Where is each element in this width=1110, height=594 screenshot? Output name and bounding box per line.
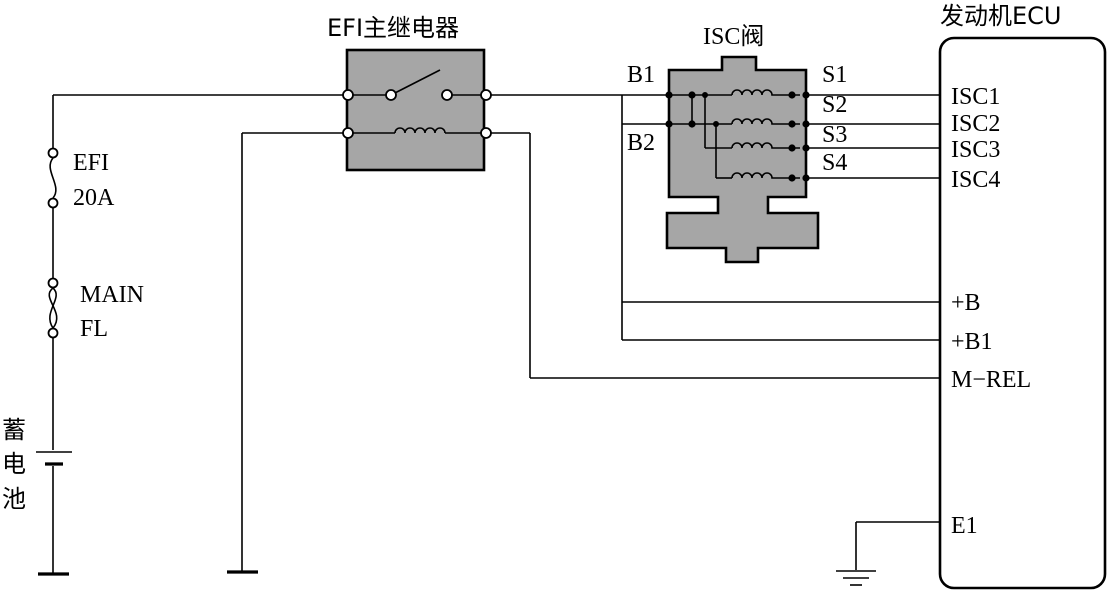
ecu-pin-mrel: M−REL bbox=[951, 367, 1031, 393]
efi-fuse-terminal-bottom bbox=[47, 197, 59, 209]
main-fuse-terminal-top bbox=[47, 277, 59, 289]
isc-dot bbox=[665, 91, 673, 99]
isc-dot bbox=[788, 120, 796, 128]
main-fuse-element-b bbox=[49, 287, 57, 329]
main-fuse-terminal-bottom bbox=[47, 327, 59, 339]
relay-terminal-4 bbox=[480, 127, 492, 139]
ecu-pin-isc1: ISC1 bbox=[951, 84, 1000, 110]
isc-valve-title: ISC阀 bbox=[703, 23, 764, 50]
isc-terminal-s3: S3 bbox=[822, 122, 847, 148]
relay-body bbox=[345, 48, 486, 172]
main-fusible-link: MAIN FL bbox=[47, 277, 144, 342]
efi-main-relay: EFI主继电器 bbox=[327, 14, 492, 172]
isc-coil-1 bbox=[731, 89, 800, 96]
isc-coil-3 bbox=[731, 142, 800, 149]
ecu-title: 发动机ECU bbox=[940, 2, 1062, 30]
isc-valve-body bbox=[665, 55, 820, 264]
ecu-pin-isc4: ISC4 bbox=[951, 167, 1000, 193]
isc-terminal-s2: S2 bbox=[822, 92, 847, 118]
battery-label-char-1: 蓄 bbox=[2, 416, 26, 444]
ecu-ground-symbol bbox=[836, 570, 876, 586]
efi-fuse: EFI 20A bbox=[47, 147, 115, 211]
relay-terminal-2 bbox=[480, 89, 492, 101]
relay-terminal-1 bbox=[342, 89, 354, 101]
isc-terminal-s1: S1 bbox=[822, 62, 847, 88]
ecu-pin-b1: +B1 bbox=[951, 329, 993, 355]
isc-terminal-b1: B1 bbox=[627, 62, 655, 88]
ecu-pin-isc2: ISC2 bbox=[951, 111, 1000, 137]
isc-dot bbox=[788, 91, 796, 99]
isc-dot bbox=[702, 92, 708, 98]
efi-fuse-rating: 20A bbox=[73, 185, 115, 211]
isc-coil-4 bbox=[731, 172, 800, 179]
relay-terminal-3 bbox=[342, 127, 354, 139]
efi-fuse-element bbox=[49, 157, 57, 199]
relay-title: EFI主继电器 bbox=[327, 14, 459, 42]
ecu-pin-e1: E1 bbox=[951, 513, 978, 539]
isc-dot bbox=[688, 91, 696, 99]
ecu-block: 发动机ECU ISC1 ISC2 ISC3 ISC4 +B +B1 M−REL … bbox=[938, 2, 1107, 590]
isc-dot bbox=[788, 174, 796, 182]
relay-contact-a bbox=[385, 89, 397, 101]
isc-dot bbox=[713, 121, 719, 127]
efi-fuse-terminal-top bbox=[47, 147, 59, 159]
relay-coil bbox=[394, 127, 446, 134]
efi-fuse-name: EFI bbox=[73, 150, 109, 176]
isc-coil-2 bbox=[731, 118, 800, 125]
main-fuse-name: MAIN bbox=[80, 282, 144, 308]
ecu-pin-isc3: ISC3 bbox=[951, 137, 1000, 163]
isc-dot bbox=[788, 144, 796, 152]
relay-switch-blade bbox=[390, 69, 441, 96]
relay-contact-b bbox=[441, 89, 453, 101]
battery: 蓄 电 池 bbox=[2, 416, 72, 513]
main-fuse-rating: FL bbox=[80, 316, 108, 342]
isc-dot bbox=[665, 120, 673, 128]
isc-dot bbox=[688, 120, 696, 128]
isc-terminal-s4: S4 bbox=[822, 150, 847, 176]
ecu-pin-b: +B bbox=[951, 290, 981, 316]
wiring bbox=[52, 94, 940, 574]
ecu-box bbox=[938, 36, 1107, 590]
isc-terminal-b2: B2 bbox=[627, 130, 655, 156]
battery-label-char-2: 电 bbox=[2, 450, 26, 478]
isc-valve: ISC阀 B1 B2 S1 S2 S3 S4 bbox=[622, 23, 847, 264]
battery-label-char-3: 池 bbox=[2, 485, 26, 513]
